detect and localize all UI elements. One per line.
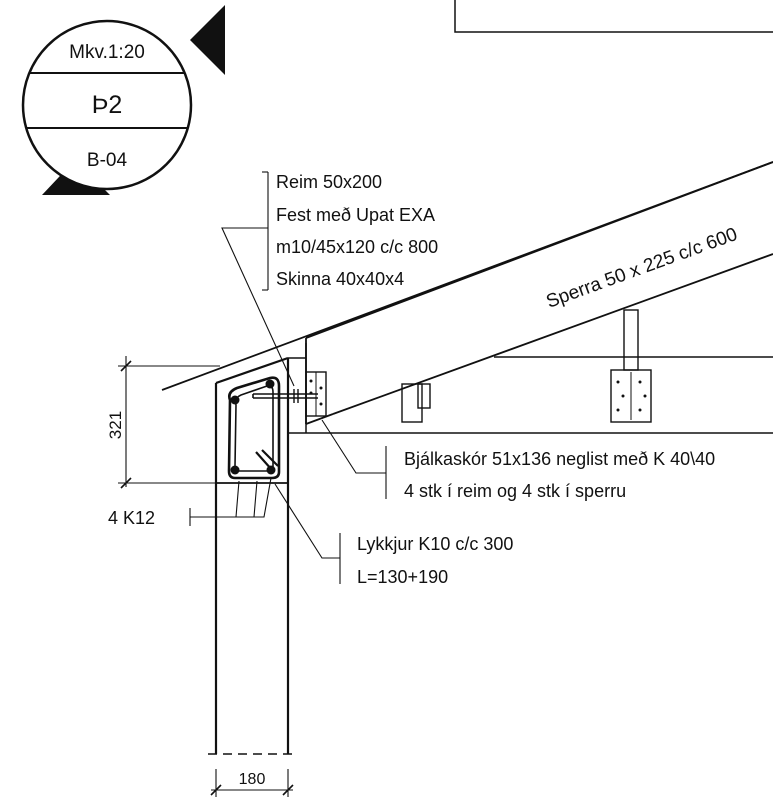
stirrups-note-line: L=130+190 (357, 567, 448, 587)
reim-note-line: m10/45x120 c/c 800 (276, 237, 438, 257)
leader-lines (189, 171, 387, 584)
rebar-cage (227, 376, 281, 480)
hanger-note-line: Bjálkaskór 51x136 neglist með K 40\40 (404, 449, 715, 469)
top-frame (454, 0, 773, 33)
rebar-label: 4 K12 (108, 508, 155, 528)
detail-marker: Mkv.1:20 Þ2 B-04 (21, 5, 225, 195)
rafter (161, 161, 773, 425)
reim-note-line: Reim 50x200 (276, 172, 382, 192)
dimension-width: 180 (210, 769, 294, 797)
marker-detail-id: Þ2 (92, 91, 123, 119)
anchor-bolt (252, 389, 318, 403)
dimension-height-label: 321 (106, 411, 125, 439)
concrete-wall (208, 356, 296, 755)
rebar-dot (230, 465, 240, 475)
reim-note: Reim 50x200 Fest með Upat EXA m10/45x120… (276, 172, 438, 289)
rebar-dot (230, 395, 240, 405)
marker-scale: Mkv.1:20 (69, 42, 145, 63)
reim-note-line: Fest með Upat EXA (276, 205, 435, 225)
hanger-brackets (401, 309, 652, 423)
dimension-width-label: 180 (239, 771, 266, 788)
stirrups-note-line: Lykkjur K10 c/c 300 (357, 534, 513, 554)
stirrups-note: Lykkjur K10 c/c 300 L=130+190 (357, 534, 513, 587)
hanger-note-line: 4 stk í reim og 4 stk í sperru (404, 481, 626, 501)
rebar-dot (265, 379, 275, 389)
dimension-height: 321 (106, 356, 220, 489)
marker-sheet: B-04 (87, 150, 128, 171)
hanger-note: Bjálkaskór 51x136 neglist með K 40\40 4 … (404, 449, 715, 501)
marker-triangle-top (190, 5, 225, 75)
reim-note-line: Skinna 40x40x4 (276, 269, 404, 289)
marker-circle (21, 19, 193, 191)
